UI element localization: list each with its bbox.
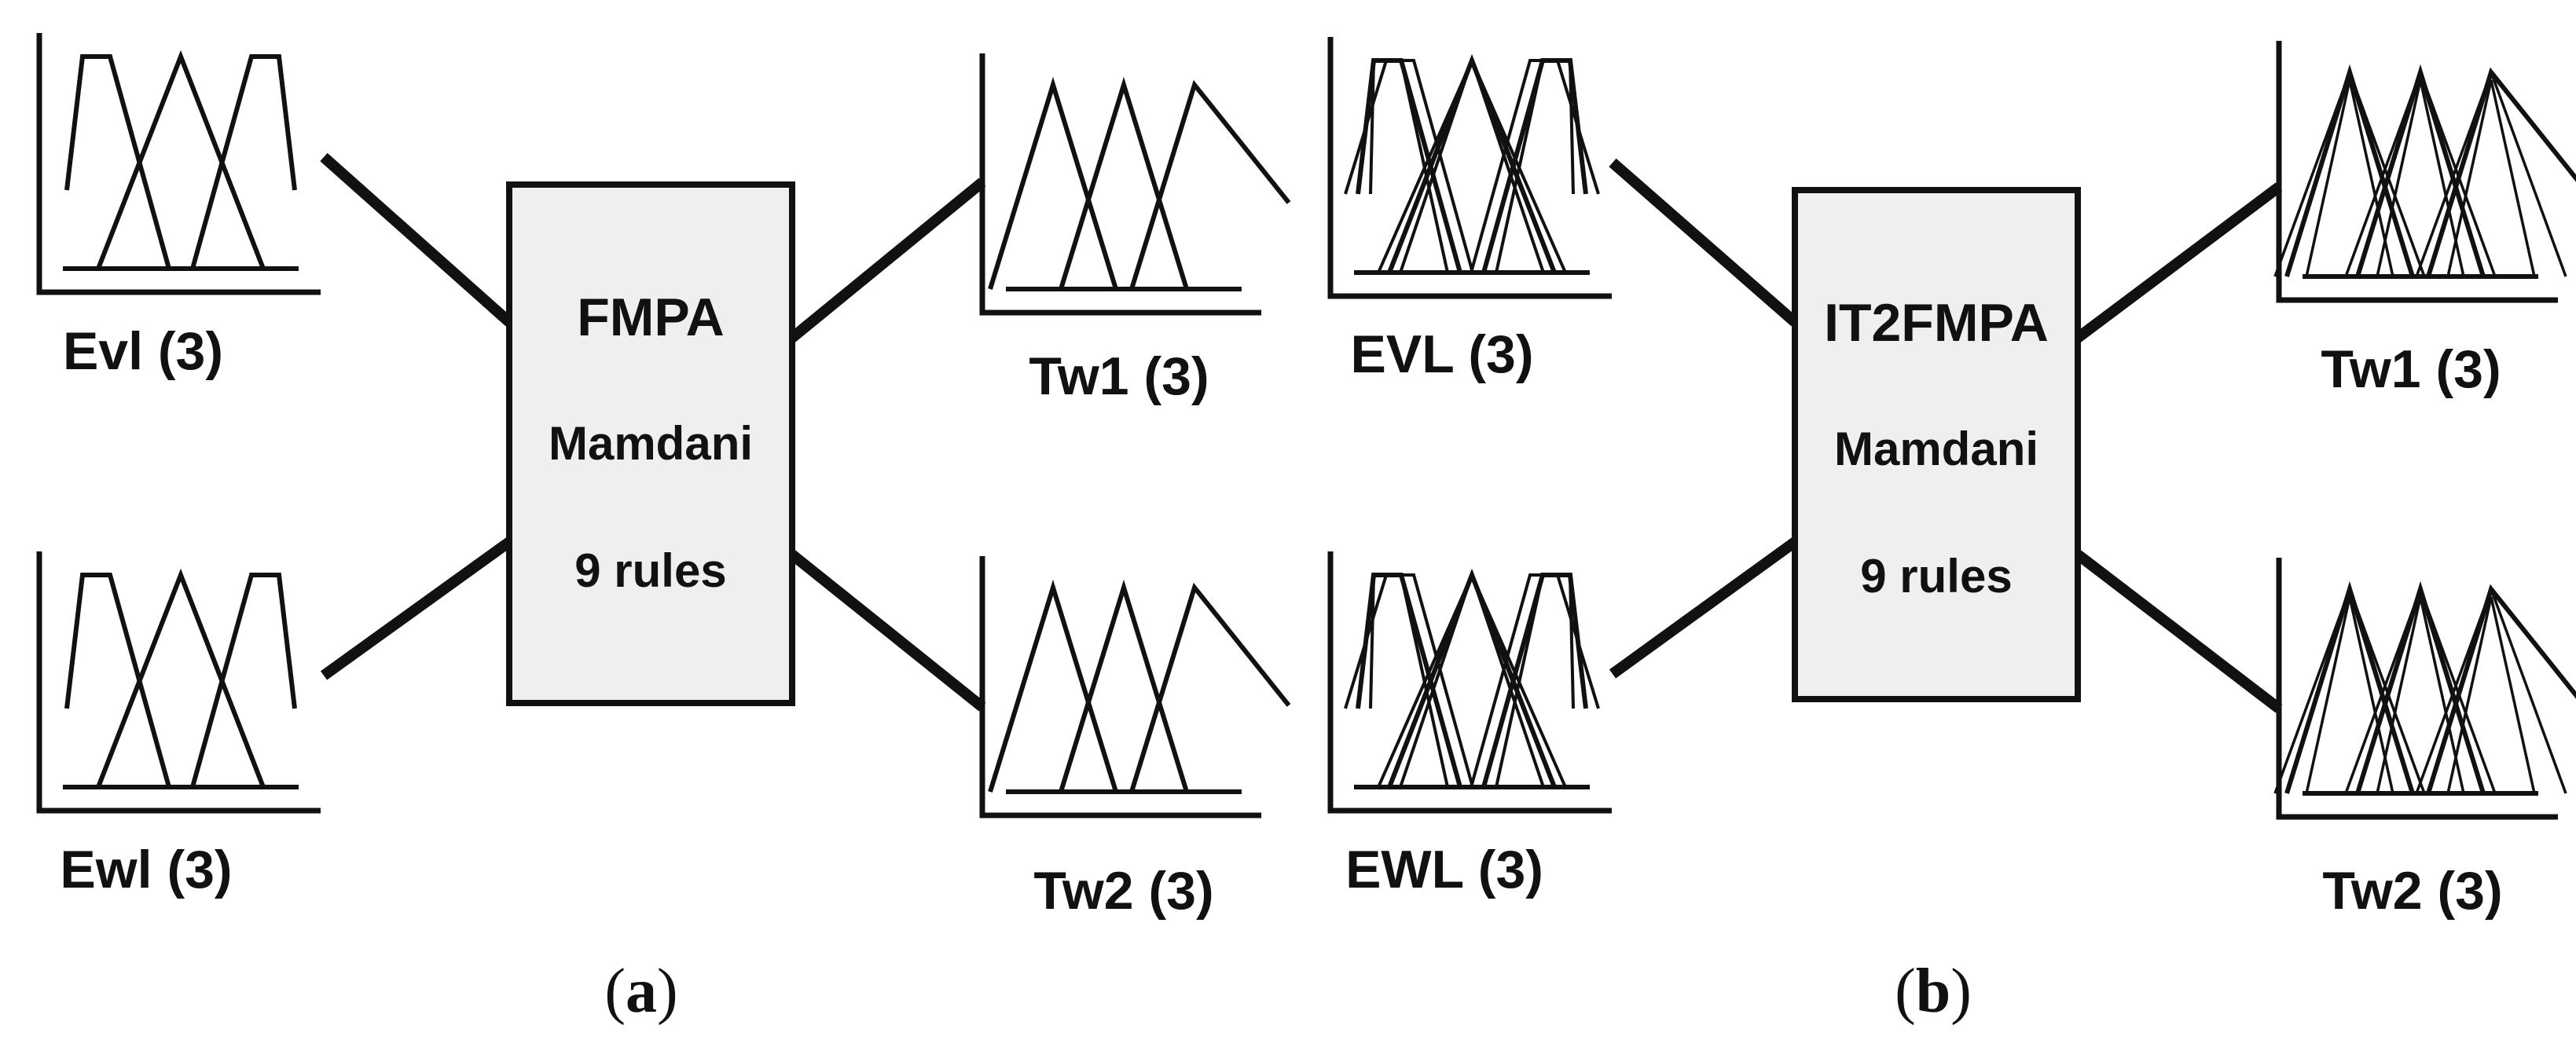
system-box-frame xyxy=(1792,187,2081,702)
membership-function-3 xyxy=(190,573,297,788)
membership-function-2 xyxy=(1059,76,1189,290)
membership-function-1 xyxy=(64,573,171,788)
system-type: Mamdani xyxy=(1834,423,2038,475)
output-label: Tw2 (3) xyxy=(2322,861,2502,921)
membership-function-1-upper xyxy=(1344,59,1474,273)
membership-function-3 xyxy=(1129,79,1291,290)
connector-line-2 xyxy=(1609,537,1799,679)
caption-letter: a xyxy=(626,957,657,1026)
system-box: IT2FMPA Mamdani 9 rules xyxy=(1792,187,2081,702)
y-axis-line xyxy=(979,556,1261,818)
input-label: Ewl (3) xyxy=(60,840,232,899)
input-label: EVL (3) xyxy=(1350,324,1533,384)
membership-function-1-upper xyxy=(2273,68,2426,277)
membership-function-2-upper xyxy=(1377,571,1567,788)
membership-function-1-upper xyxy=(2273,584,2426,794)
membership-function-1 xyxy=(2284,64,2415,277)
system-type: Mamdani xyxy=(549,417,753,470)
connector-line-4 xyxy=(788,550,986,712)
membership-function-1 xyxy=(2284,580,2415,794)
system-name: FMPA xyxy=(577,287,725,347)
membership-function-3-upper xyxy=(1470,573,1600,788)
membership-function-2 xyxy=(2355,580,2486,794)
caption-letter: b xyxy=(1916,957,1951,1026)
membership-function-1 xyxy=(988,579,1118,793)
connector-line-1 xyxy=(320,152,513,327)
membership-function-2-upper xyxy=(2344,584,2497,794)
membership-function-1 xyxy=(64,54,171,269)
membership-function-3 xyxy=(190,54,297,269)
output-label: Tw1 (3) xyxy=(2321,339,2501,399)
connector-line-4 xyxy=(2074,550,2283,713)
input-mf-plot-1: EVL (3) xyxy=(1327,37,1612,384)
membership-function-3-lower xyxy=(2446,79,2536,277)
membership-function-3-upper xyxy=(2415,68,2567,277)
output-label: Tw2 (3) xyxy=(1033,861,1213,921)
connector-line-3 xyxy=(2074,182,2283,342)
input-mf-plot-2: EWL (3) xyxy=(1327,551,1612,899)
output-mf-plot-2: Tw2 (3) xyxy=(2273,558,2576,921)
output-label: Tw1 (3) xyxy=(1029,346,1209,406)
y-axis-line xyxy=(1327,551,1612,814)
input-label: Evl (3) xyxy=(63,321,223,381)
membership-function-2 xyxy=(1387,568,1557,789)
y-axis-line xyxy=(36,551,321,814)
membership-function-1-upper xyxy=(1344,573,1474,788)
caption-close-paren: ) xyxy=(657,957,678,1026)
membership-function-2-upper xyxy=(2344,68,2497,277)
y-axis-line xyxy=(2276,41,2558,303)
connector-line-1 xyxy=(1609,158,1799,327)
input-mf-plot-2: Ewl (3) xyxy=(36,551,321,899)
system-box-frame xyxy=(506,181,795,706)
membership-function-2 xyxy=(1059,579,1189,793)
panel-caption: (b) xyxy=(1895,957,1972,1026)
membership-function-3-upper xyxy=(1470,59,1600,273)
output-mf-plot-1: Tw1 (3) xyxy=(2273,41,2576,399)
system-name: IT2FMPA xyxy=(1824,293,2049,353)
panel-caption: (a) xyxy=(604,957,677,1026)
membership-function-3-upper xyxy=(2415,584,2567,794)
input-label: EWL (3) xyxy=(1345,840,1543,899)
y-axis-line xyxy=(979,53,1261,316)
membership-function-1 xyxy=(988,76,1118,290)
membership-function-2-upper xyxy=(1377,57,1567,273)
caption-open-paren: ( xyxy=(1895,957,1916,1026)
input-mf-plot-1: Evl (3) xyxy=(36,33,321,381)
system-box: FMPA Mamdani 9 rules xyxy=(506,181,795,706)
panel-a: Evl (3) Ewl (3) Tw1 (3) Tw2 (3) FMPA Mamdani 9… xyxy=(36,33,1291,1026)
output-mf-plot-1: Tw1 (3) xyxy=(979,53,1291,406)
y-axis-line xyxy=(36,33,321,295)
membership-function-3 xyxy=(1129,582,1291,793)
panel-b: EVL (3) EWL (3) Tw1 (3) Tw2 (3) IT2FMPA Mamda… xyxy=(1327,37,2576,1026)
membership-function-2 xyxy=(1387,53,1557,274)
y-axis-line xyxy=(2276,558,2558,820)
y-axis-line xyxy=(1327,37,1612,299)
membership-function-3-lower xyxy=(2446,596,2536,794)
system-rules: 9 rules xyxy=(574,544,726,597)
caption-open-paren: ( xyxy=(604,957,626,1026)
connector-line-3 xyxy=(788,178,986,342)
caption-close-paren: ) xyxy=(1950,957,1972,1026)
membership-function-2 xyxy=(96,49,266,270)
system-rules: 9 rules xyxy=(1860,550,2012,602)
connector-line-2 xyxy=(320,537,513,680)
membership-function-2 xyxy=(96,568,266,789)
output-mf-plot-2: Tw2 (3) xyxy=(979,556,1291,921)
membership-function-2 xyxy=(2355,64,2486,277)
